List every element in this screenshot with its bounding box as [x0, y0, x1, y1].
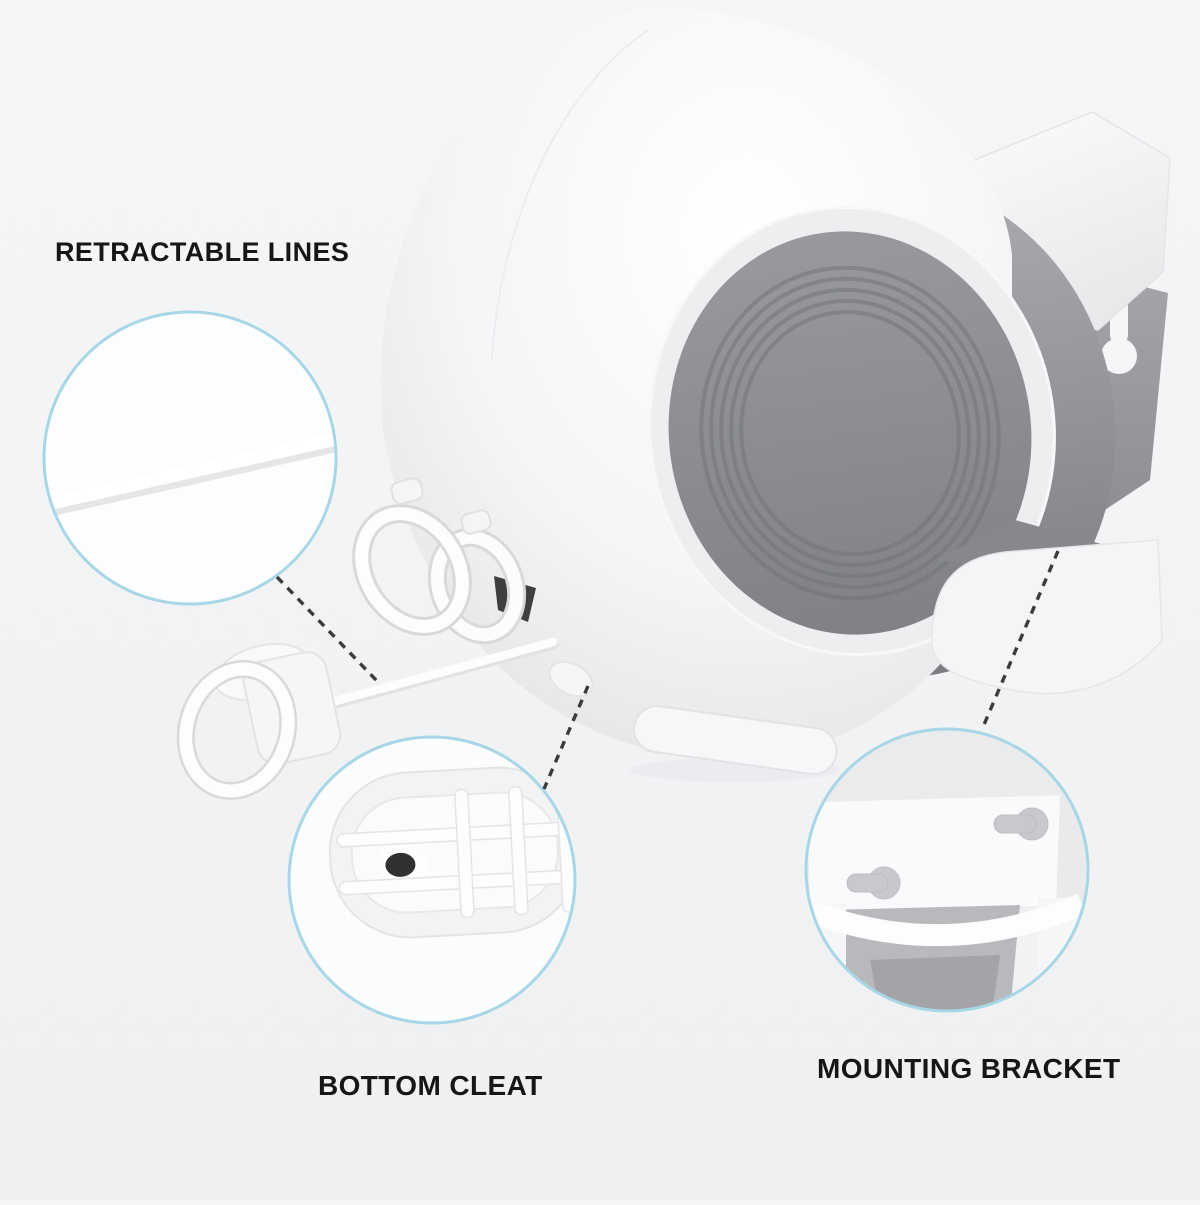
callout-circle-mounting-bracket — [804, 727, 1090, 1013]
leader-line-bottom-cleat — [542, 685, 590, 790]
label-bottom-cleat: BOTTOM CLEAT — [318, 1070, 543, 1101]
spool-disc — [648, 205, 1056, 657]
hook-mounts — [390, 477, 492, 535]
callout-circle-bottom-cleat — [287, 735, 577, 1025]
callout-circle-retractable-lines — [42, 310, 338, 606]
line-hook-rear — [427, 527, 527, 645]
disc-ribs — [699, 265, 1001, 601]
bottom-cleat-zoom — [328, 766, 575, 939]
label-retractable-lines: RETRACTABLE LINES — [55, 237, 350, 267]
mounting-bracket-zoom — [806, 729, 1088, 1011]
retractable-line-zoom — [44, 430, 336, 521]
keyhole-slot-right — [993, 807, 1049, 841]
label-mounting-bracket: MOUNTING BRACKET — [817, 1053, 1121, 1084]
clothesline — [297, 637, 559, 718]
bottom-bracket — [931, 520, 1163, 695]
hand-cleat — [176, 642, 342, 800]
keyhole-slot-left — [846, 866, 901, 900]
leader-line-retractable-lines — [275, 575, 379, 683]
line-hook-front — [352, 504, 472, 636]
leader-line-mounting-bracket — [981, 550, 1060, 728]
body-seam — [491, 29, 649, 361]
foot-pad — [548, 660, 840, 782]
